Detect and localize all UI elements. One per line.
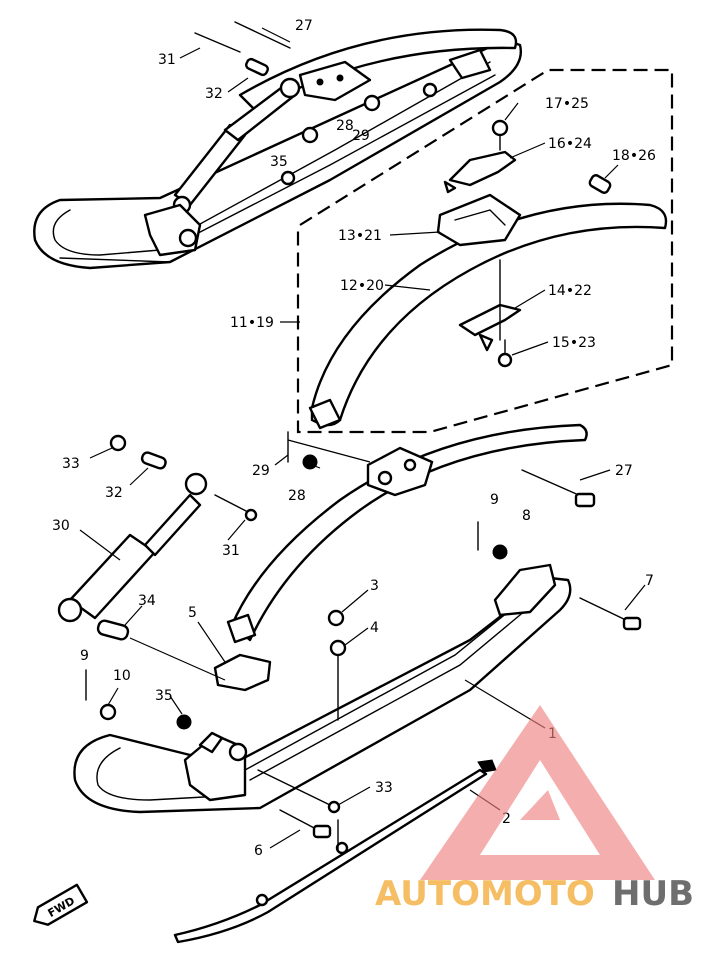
label-15-23: 15•23 [552, 335, 596, 351]
label-35-lower: 35 [155, 688, 173, 704]
label-35-top: 35 [270, 154, 288, 170]
label-34: 34 [138, 593, 156, 609]
label-31-top: 31 [158, 52, 176, 68]
label-16-24: 16•24 [548, 136, 592, 152]
label-9-right: 9 [490, 492, 499, 508]
label-28-lower: 28 [288, 488, 306, 504]
label-33-upper: 33 [62, 456, 80, 472]
watermark-triangle-logo [420, 705, 655, 880]
label-27-top: 27 [295, 18, 313, 34]
label-12-20: 12•20 [340, 278, 384, 294]
watermark-text-automoto: AUTOMOTO [375, 874, 595, 914]
label-29-top: 29 [352, 128, 370, 144]
automotohub-watermark: AUTOMOTO HUB [375, 705, 694, 914]
label-18-26: 18•26 [612, 148, 656, 164]
label-10: 10 [113, 668, 131, 684]
label-7: 7 [645, 573, 654, 589]
label-4: 4 [370, 620, 379, 636]
label-31-lower: 31 [222, 543, 240, 559]
label-11-19: 11•19 [230, 315, 274, 331]
watermark-text-hub: HUB [612, 874, 694, 914]
label-28-top: 28 [336, 118, 354, 134]
label-5: 5 [188, 605, 197, 621]
label-30: 30 [52, 518, 70, 534]
label-9-left: 9 [80, 648, 89, 664]
label-14-22: 14•22 [548, 283, 592, 299]
label-3: 3 [370, 578, 379, 594]
label-17-25: 17•25 [545, 96, 589, 112]
label-32-top: 32 [205, 86, 223, 102]
spring-assembly-box [296, 68, 674, 434]
label-8: 8 [522, 508, 531, 524]
label-2: 2 [502, 811, 511, 827]
forward-direction-arrow: FWD [33, 883, 89, 926]
bottom-shock-absorber [57, 472, 208, 623]
label-29-lower: 29 [252, 463, 270, 479]
top-shock-absorber [172, 77, 301, 215]
label-27-lower: 27 [615, 463, 633, 479]
label-6: 6 [254, 843, 263, 859]
label-13-21: 13•21 [338, 228, 382, 244]
label-33-lower: 33 [375, 780, 393, 796]
bottom-ski-assembly [57, 423, 642, 944]
label-32-lower: 32 [105, 485, 123, 501]
top-ski-assembly [33, 21, 522, 270]
